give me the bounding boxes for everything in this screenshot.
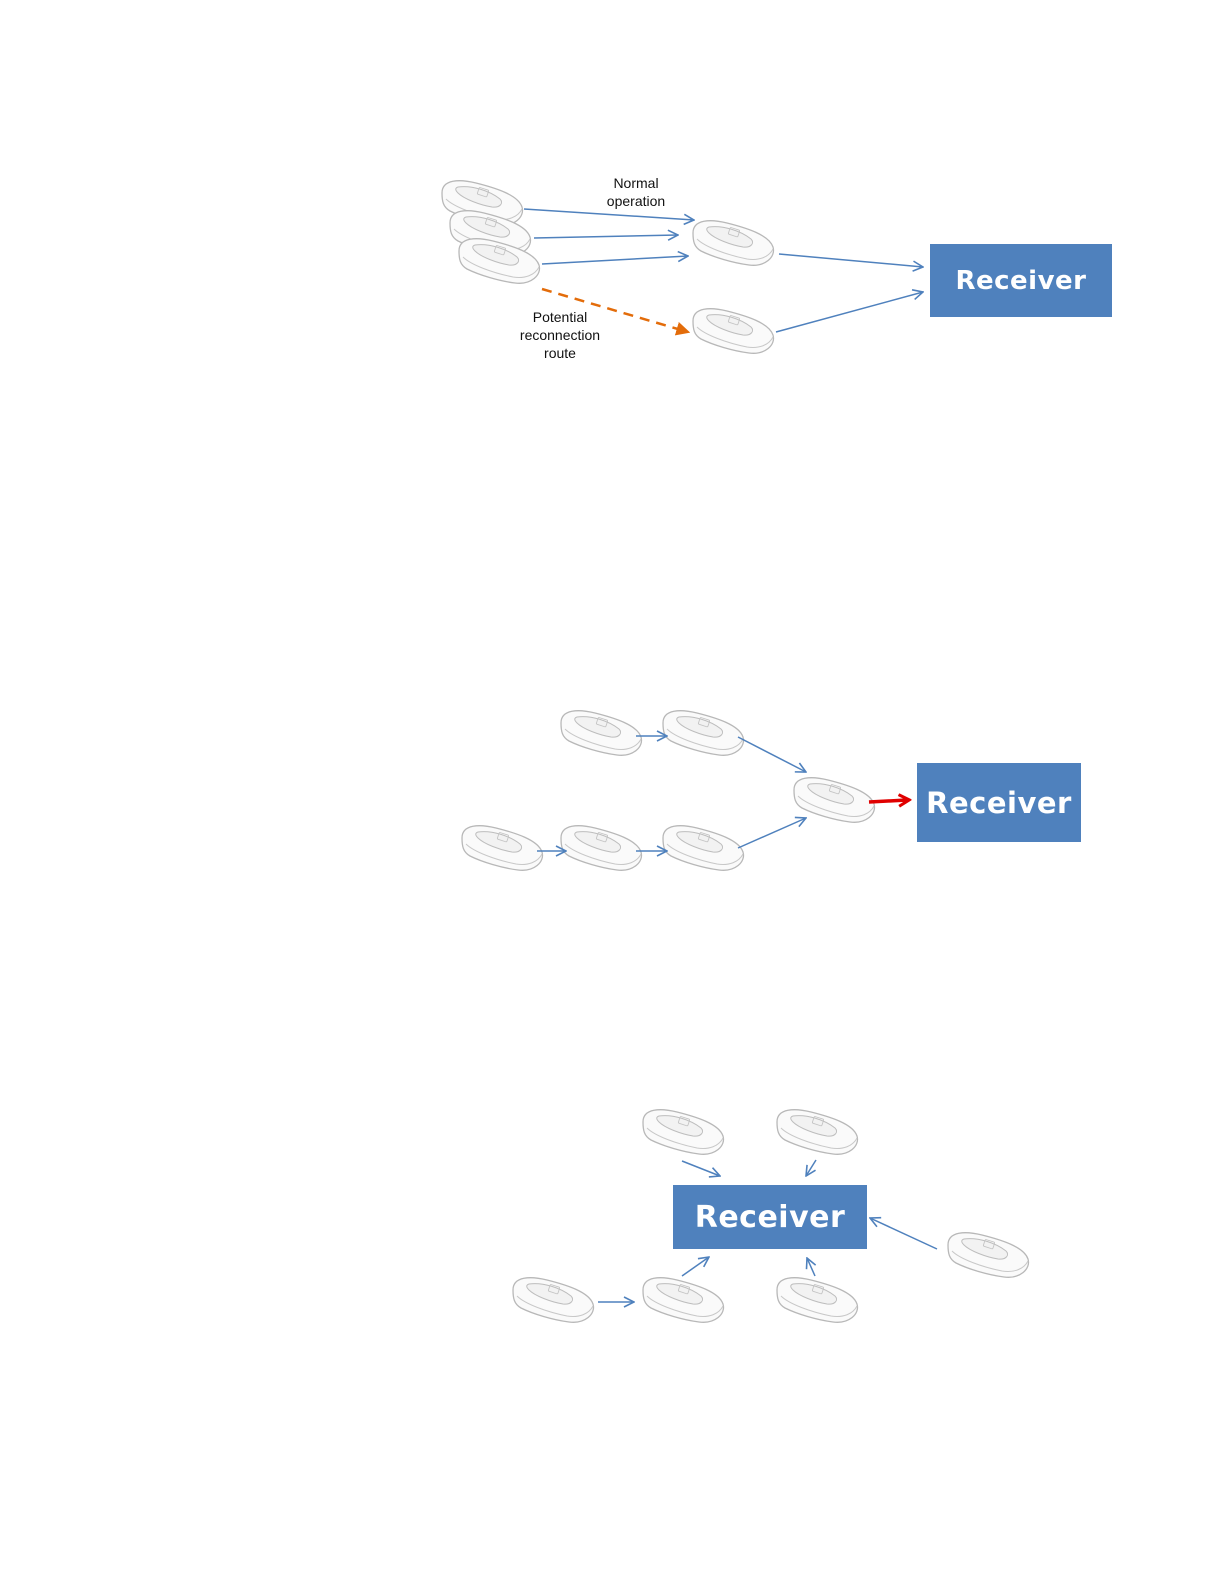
flow-arrow [776,292,923,332]
reconnection-arrow [542,289,688,332]
flow-arrow [534,235,678,238]
sensor-device-icon [794,778,874,823]
sensor-device-icon [643,1110,723,1155]
flow-arrow [682,1257,709,1276]
sensor-device-icon [643,1278,723,1323]
sensor-device-icon [777,1278,857,1323]
sensor-device-icon [462,826,542,871]
flow-arrow [807,1258,815,1276]
diagram-3 [513,1110,1028,1323]
sensor-device-icon [948,1233,1028,1278]
sensor-device-icon [561,826,641,871]
sensor-device-icon [513,1278,593,1323]
sensor-device-icon [663,826,743,871]
sensor-device-icon [693,221,773,266]
sensor-device-icon [561,711,641,756]
flow-arrow [870,1218,937,1249]
flow-arrow [682,1161,720,1176]
flow-arrow [779,254,923,267]
flow-arrow [524,209,694,220]
flow-arrow [738,818,806,848]
flow-arrow [806,1160,816,1176]
diagram-2 [462,711,907,871]
flow-arrow [738,737,806,772]
sensor-device-icon [777,1110,857,1155]
flow-arrow [542,256,688,264]
sensor-device-icon [693,309,773,354]
sensor-device-icon [663,711,743,756]
diagram-1 [442,181,923,354]
uplink-arrow [869,800,907,802]
